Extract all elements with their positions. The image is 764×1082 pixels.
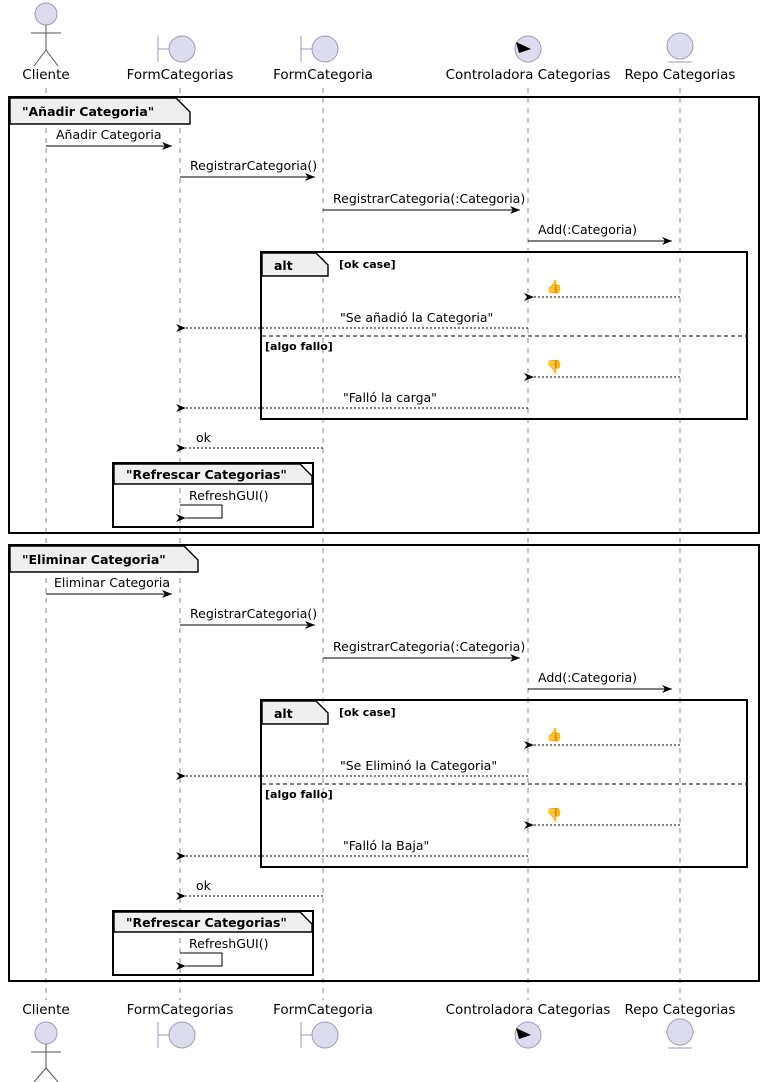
message-label: RegistrarCategoria() bbox=[190, 158, 317, 173]
entity-icon bbox=[666, 32, 694, 60]
message-label: RefreshGUI() bbox=[189, 488, 268, 503]
message-label: "Falló la Baja" bbox=[343, 838, 429, 853]
thumbs-up-icon: 👍 bbox=[546, 279, 562, 295]
participant-footer-repo bbox=[666, 1018, 694, 1049]
alt-fragment: alt [ok case] 👍 "Se Eliminó la Categoria… bbox=[176, 699, 748, 868]
thumbs-down-icon: 👎 bbox=[546, 807, 562, 823]
boundary-icon bbox=[311, 1021, 339, 1049]
alt-label: alt bbox=[274, 258, 293, 273]
participant-footer-label-formcategoria: FormCategoria bbox=[273, 1002, 373, 1018]
participant-footer-formcategorias bbox=[157, 1021, 196, 1049]
participant-footer-label-repo: Repo Categorias bbox=[625, 1002, 736, 1018]
message-label: RegistrarCategoria() bbox=[190, 606, 317, 621]
message-label: Añadir Categoria bbox=[56, 127, 162, 142]
message-label: "Se añadió la Categoria" bbox=[340, 310, 493, 325]
group-title: "Refrescar Categorias" bbox=[126, 467, 287, 482]
actor-icon bbox=[34, 2, 58, 26]
boundary-icon bbox=[168, 35, 196, 63]
message-label: RefreshGUI() bbox=[189, 936, 268, 951]
participant-footer-label-formcategorias: FormCategorias bbox=[127, 1002, 234, 1018]
group-refrescar-categorias: "Refrescar Categorias" RefreshGUI() bbox=[112, 462, 314, 528]
message-label: RegistrarCategoria(:Categoria) bbox=[333, 639, 525, 654]
participant-label-repo: Repo Categorias bbox=[625, 67, 736, 83]
participant-label-controladora: Controladora Categorias bbox=[446, 67, 611, 83]
boundary-icon bbox=[168, 1021, 196, 1049]
fragment-eliminar-categoria: "Eliminar Categoria" Eliminar Categoria … bbox=[8, 544, 760, 982]
fragment-title: "Eliminar Categoria" bbox=[22, 552, 166, 567]
participant-footer-formcategoria bbox=[300, 1021, 339, 1049]
message-label: ok bbox=[196, 878, 212, 893]
participant-header-repo bbox=[666, 32, 694, 63]
fragment-anadir-categoria: "Añadir Categoria" Añadir Categoria Regi… bbox=[8, 96, 760, 534]
actor-icon bbox=[34, 1021, 58, 1045]
message-label: "Falló la carga" bbox=[343, 390, 437, 405]
alt-guard: [algo fallo] bbox=[265, 788, 333, 801]
alt-guard: [ok case] bbox=[339, 258, 396, 271]
participant-header-controladora bbox=[514, 35, 542, 63]
message-label: "Se Eliminó la Categoria" bbox=[340, 758, 497, 773]
alt-guard: [ok case] bbox=[339, 706, 396, 719]
alt-guard: [algo fallo] bbox=[265, 340, 333, 353]
participant-header-formcategoria bbox=[300, 35, 339, 63]
participant-label-formcategorias: FormCategorias bbox=[127, 67, 234, 83]
boundary-icon bbox=[311, 35, 339, 63]
participant-label-cliente: Cliente bbox=[22, 67, 69, 83]
participant-footer-label-cliente: Cliente bbox=[22, 1002, 69, 1018]
participant-footer-label-controladora: Controladora Categorias bbox=[446, 1002, 611, 1018]
message-label: Add(:Categoria) bbox=[538, 670, 637, 685]
participant-header-formcategorias bbox=[157, 35, 196, 63]
participant-label-formcategoria: FormCategoria bbox=[273, 67, 373, 83]
group-title: "Refrescar Categorias" bbox=[126, 915, 287, 930]
participant-footer-controladora bbox=[514, 1021, 542, 1049]
alt-fragment: alt [ok case] 👍 "Se añadió la Categoria"… bbox=[176, 251, 748, 420]
lifelines bbox=[45, 88, 681, 1000]
message-label: Add(:Categoria) bbox=[538, 222, 637, 237]
thumbs-down-icon: 👎 bbox=[546, 359, 562, 375]
participant-footer-cliente bbox=[31, 1021, 61, 1082]
group-refrescar-categorias: "Refrescar Categorias" RefreshGUI() bbox=[112, 910, 314, 976]
fragment-title: "Añadir Categoria" bbox=[22, 104, 154, 119]
entity-icon bbox=[666, 1018, 694, 1046]
message-label: RegistrarCategoria(:Categoria) bbox=[333, 191, 525, 206]
message-label: ok bbox=[196, 430, 212, 445]
thumbs-up-icon: 👍 bbox=[546, 727, 562, 743]
message-label: Eliminar Categoria bbox=[54, 575, 170, 590]
participant-header-cliente bbox=[31, 2, 61, 67]
alt-label: alt bbox=[274, 706, 293, 721]
